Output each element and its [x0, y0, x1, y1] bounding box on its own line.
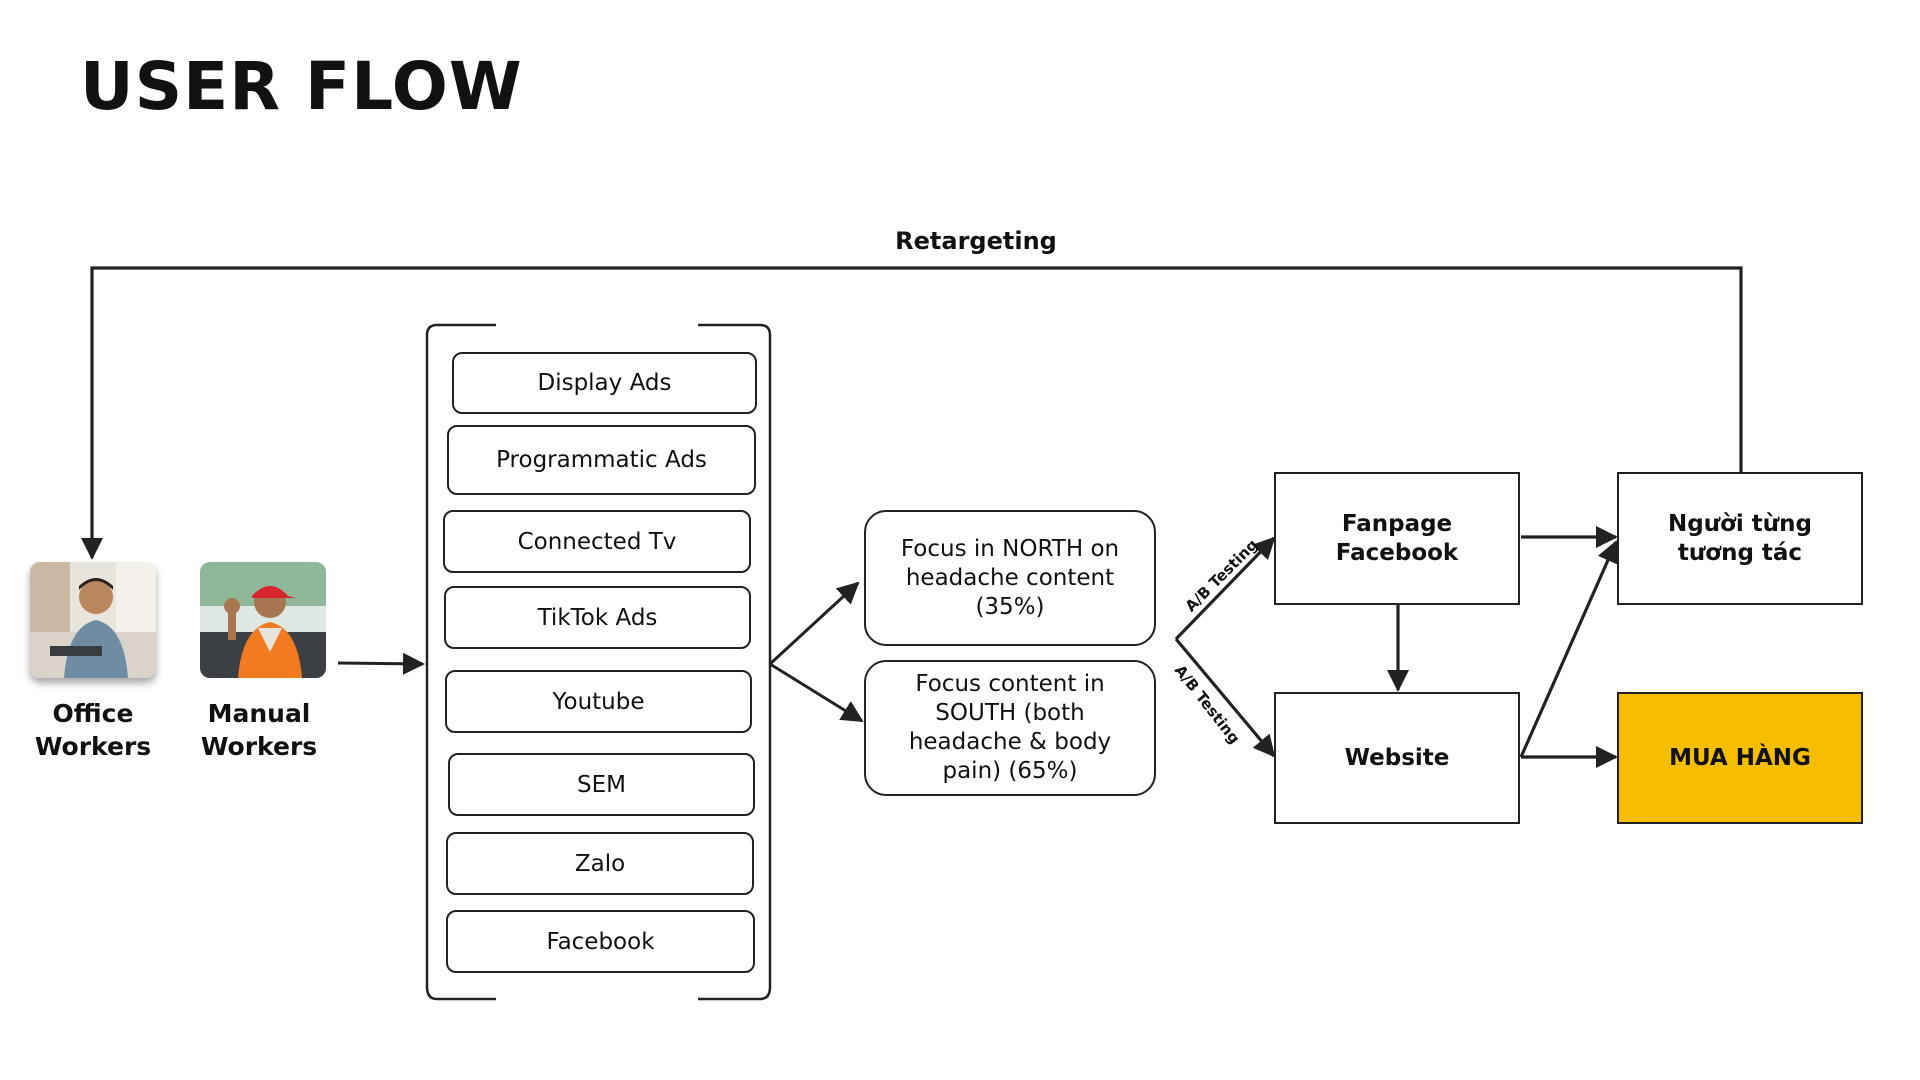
- focus-north-box: Focus in NORTH on headache content (35%): [864, 510, 1156, 646]
- audience-label-office: Office Workers: [34, 699, 152, 761]
- channels-bracket-left: [425, 323, 496, 1001]
- audience-to-channels-arrow: [337, 652, 425, 675]
- channel-tiktok-ads: TikTok Ads: [444, 586, 751, 649]
- channel-facebook: Facebook: [446, 910, 755, 973]
- interacted-users-node: Người từng tương tác: [1617, 472, 1863, 605]
- channel-sem: SEM: [448, 753, 755, 816]
- channel-display-ads: Display Ads: [452, 352, 757, 414]
- fanpage-facebook-node: Fanpage Facebook: [1274, 472, 1520, 605]
- channel-programmatic-ads: Programmatic Ads: [447, 425, 756, 495]
- channels-to-north-arrow: [768, 581, 860, 666]
- retargeting-label: Retargeting: [895, 227, 1057, 255]
- channels-to-south-arrow: [769, 662, 864, 723]
- website-to-interacted-arrow: [1519, 540, 1618, 758]
- audience-label-manual: Manual Workers: [200, 699, 318, 761]
- channel-connected-tv: Connected Tv: [443, 510, 751, 573]
- channel-zalo: Zalo: [446, 832, 754, 895]
- focus-south-box: Focus content in SOUTH (both headache & …: [864, 660, 1156, 796]
- office-worker-photo: [30, 562, 156, 678]
- manual-worker-photo: [200, 562, 326, 678]
- retargeting-loop-line: [81, 266, 1743, 560]
- purchase-node: MUA HÀNG: [1617, 692, 1863, 824]
- website-node: Website: [1274, 692, 1520, 824]
- page-title: USER FLOW: [80, 48, 523, 125]
- channels-bracket-right: [698, 323, 772, 1001]
- ab-to-fanpage-arrow: [1174, 536, 1276, 641]
- channel-youtube: Youtube: [445, 670, 752, 733]
- ab-to-website-arrow: [1174, 637, 1276, 758]
